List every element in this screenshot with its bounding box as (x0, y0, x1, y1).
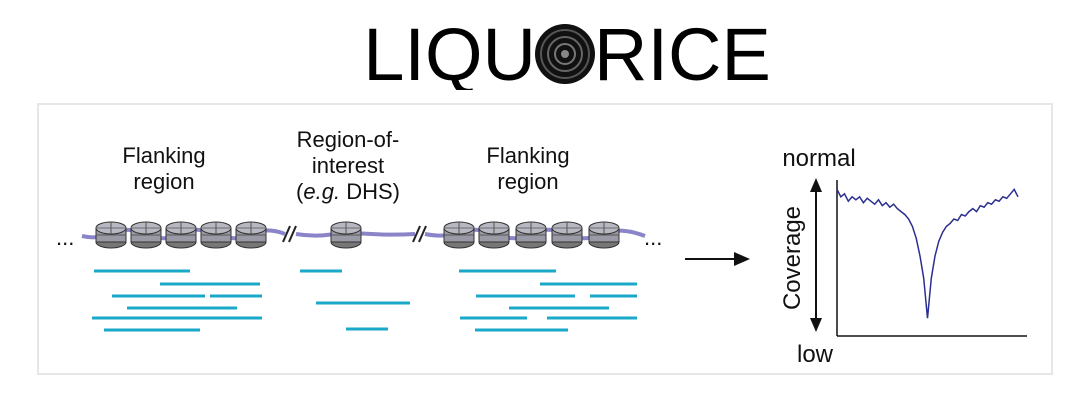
nucleosome-icon (443, 221, 475, 249)
coverage-axis-label: Coverage (779, 206, 806, 310)
nucleosome-icon (235, 221, 267, 249)
liquorice-logo: LIQU RICE (363, 13, 771, 90)
coverage-series-line (836, 188, 1019, 319)
diagram-panel (37, 103, 1053, 375)
coverage-double-arrow (810, 178, 822, 332)
break-marks (282, 225, 427, 243)
logo-text-prefix: LIQU (363, 13, 536, 90)
ellipsis-left: ... (56, 225, 74, 250)
coverage-low-label: low (796, 341, 833, 368)
nucleosome-icon (588, 221, 620, 249)
liquorice-swirl-icon (535, 24, 595, 84)
nucleosome-icon (515, 221, 547, 249)
flanking-region-label-right: Flanking region (486, 143, 570, 194)
ellipsis-right: ... (644, 225, 662, 250)
coverage-chart: Coverage (779, 178, 1027, 337)
nucleosome-icon (95, 221, 127, 249)
nucleosome-icon (478, 221, 510, 249)
nucleosome-icon (165, 221, 197, 249)
sequencing-reads (92, 269, 637, 332)
coverage-high-label: normal (782, 145, 856, 172)
logo-text-suffix: RICE (594, 13, 771, 90)
flanking-region-label-left: Flanking region (122, 143, 206, 194)
nucleosome-icon (551, 221, 583, 249)
nucleosome-icon (200, 221, 232, 249)
nucleosome-icon (330, 221, 362, 249)
eg-italic: e.g. (303, 179, 341, 204)
region-of-interest-label: Region-of- interest (e.g. DHS) (296, 127, 400, 204)
nucleosome-icon (130, 221, 162, 249)
right-arrow-icon (685, 252, 750, 266)
nucleosomes (95, 221, 620, 249)
coverage-axes (836, 180, 1027, 337)
